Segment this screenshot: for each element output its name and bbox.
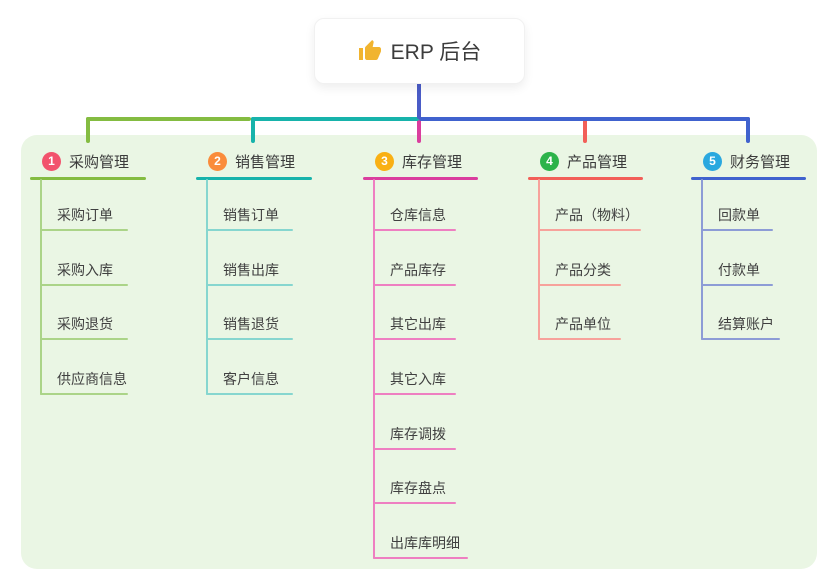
branch-label: 产品管理 bbox=[567, 153, 628, 171]
branch-label: 采购管理 bbox=[69, 153, 130, 171]
child-node[interactable]: 库存调拨 bbox=[390, 426, 446, 442]
child-underline bbox=[373, 393, 456, 395]
connector-drop-purchase bbox=[86, 117, 90, 143]
branch-label: 销售管理 bbox=[235, 153, 296, 171]
branch-header-inventory[interactable]: 3 库存管理 bbox=[363, 150, 478, 172]
child-underline bbox=[206, 393, 293, 395]
child-underline bbox=[40, 284, 128, 286]
child-node[interactable]: 仓库信息 bbox=[390, 207, 446, 223]
child-node[interactable]: 销售订单 bbox=[223, 207, 279, 223]
branch-child-line bbox=[701, 179, 703, 340]
child-node[interactable]: 其它出库 bbox=[390, 316, 446, 332]
branch-child-line bbox=[206, 179, 208, 395]
connector-bus-blue bbox=[419, 117, 750, 121]
child-underline bbox=[701, 229, 773, 231]
child-node[interactable]: 供应商信息 bbox=[57, 371, 127, 387]
branch-underline bbox=[528, 177, 643, 180]
branch-header-purchase[interactable]: 1 采购管理 bbox=[30, 150, 146, 172]
child-underline bbox=[373, 284, 456, 286]
child-underline bbox=[538, 229, 641, 231]
child-node[interactable]: 销售出库 bbox=[223, 262, 279, 278]
child-node[interactable]: 出库库明细 bbox=[390, 535, 460, 551]
branch-child-line bbox=[538, 179, 540, 340]
branch-child-line bbox=[373, 179, 375, 559]
branch-header-finance[interactable]: 5 财务管理 bbox=[691, 150, 806, 172]
child-node[interactable]: 采购入库 bbox=[57, 262, 113, 278]
child-underline bbox=[40, 338, 128, 340]
branch-child-line bbox=[40, 179, 42, 395]
branch-badge-4: 4 bbox=[540, 151, 559, 171]
child-node[interactable]: 销售退货 bbox=[223, 316, 279, 332]
branch-badge-3: 3 bbox=[375, 151, 394, 171]
child-underline bbox=[701, 284, 773, 286]
child-underline bbox=[373, 338, 456, 340]
branch-header-product[interactable]: 4 产品管理 bbox=[528, 150, 643, 172]
branch-underline bbox=[196, 177, 312, 180]
child-underline bbox=[40, 393, 128, 395]
connector-drop-sales bbox=[251, 117, 255, 143]
connector-root-line bbox=[417, 80, 421, 119]
child-node[interactable]: 其它入库 bbox=[390, 371, 446, 387]
branch-label: 财务管理 bbox=[730, 153, 791, 171]
child-node[interactable]: 产品单位 bbox=[555, 316, 611, 332]
branch-badge-5: 5 bbox=[703, 151, 722, 171]
thumbs-up-icon bbox=[358, 40, 381, 60]
branch-header-sales[interactable]: 2 销售管理 bbox=[196, 150, 312, 172]
child-node[interactable]: 库存盘点 bbox=[390, 480, 446, 496]
branch-underline bbox=[30, 177, 146, 180]
connector-drop-finance bbox=[746, 117, 750, 143]
child-node[interactable]: 采购订单 bbox=[57, 207, 113, 223]
child-underline bbox=[206, 338, 293, 340]
child-node[interactable]: 产品分类 bbox=[555, 262, 611, 278]
child-node[interactable]: 付款单 bbox=[718, 262, 760, 278]
child-underline bbox=[373, 502, 456, 504]
branch-label: 库存管理 bbox=[402, 153, 463, 171]
branch-badge-2: 2 bbox=[208, 151, 227, 171]
child-node[interactable]: 采购退货 bbox=[57, 316, 113, 332]
connector-bus-teal bbox=[251, 117, 419, 121]
branch-underline bbox=[363, 177, 478, 180]
child-underline bbox=[701, 338, 780, 340]
root-node[interactable]: ERP 后台 bbox=[314, 18, 525, 84]
child-node[interactable]: 客户信息 bbox=[223, 371, 279, 387]
branches-panel bbox=[21, 135, 817, 569]
child-node[interactable]: 产品库存 bbox=[390, 262, 446, 278]
child-underline bbox=[373, 448, 456, 450]
child-underline bbox=[538, 338, 621, 340]
child-underline bbox=[206, 229, 293, 231]
connector-drop-product bbox=[583, 117, 587, 143]
child-node[interactable]: 回款单 bbox=[718, 207, 760, 223]
child-node[interactable]: 结算账户 bbox=[718, 316, 774, 332]
child-underline bbox=[373, 229, 456, 231]
child-underline bbox=[538, 284, 621, 286]
child-node[interactable]: 产品（物料） bbox=[555, 207, 639, 223]
connector-drop-inventory bbox=[417, 117, 421, 143]
child-underline bbox=[40, 229, 128, 231]
connector-bus-green bbox=[86, 117, 251, 121]
child-underline bbox=[206, 284, 293, 286]
root-title: ERP 后台 bbox=[390, 41, 482, 64]
branch-underline bbox=[691, 177, 806, 180]
branch-badge-1: 1 bbox=[42, 151, 61, 171]
child-underline bbox=[373, 557, 468, 559]
